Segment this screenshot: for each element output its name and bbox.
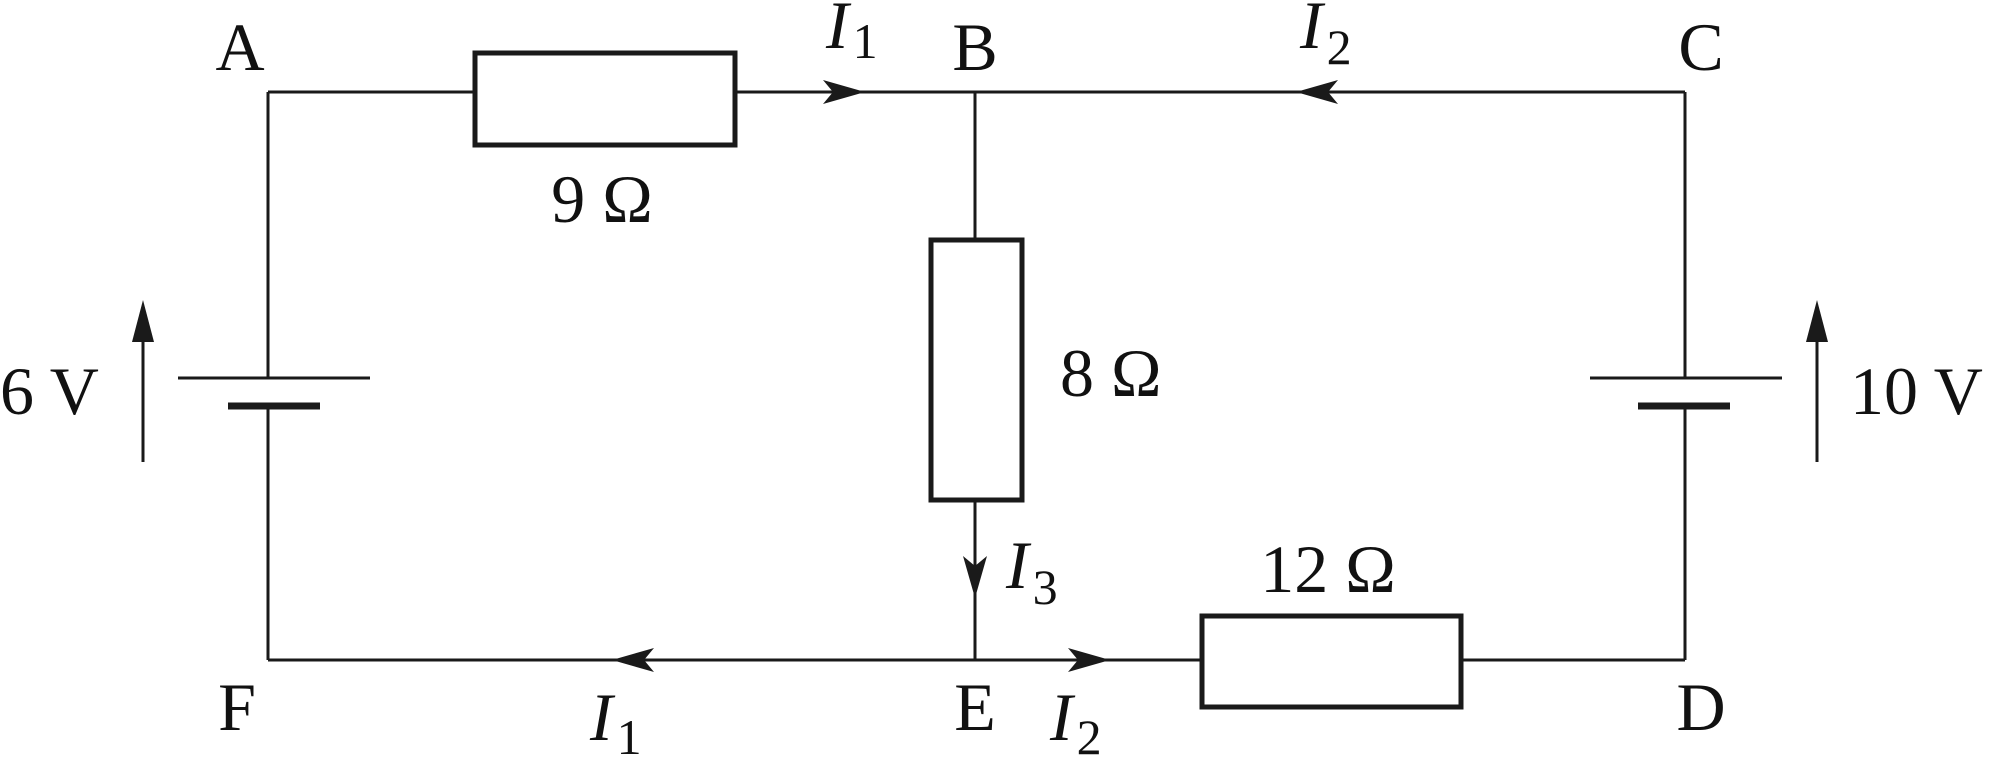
emf-arrow-10v xyxy=(1806,300,1828,462)
wires xyxy=(266,90,1687,662)
resistor-8-ohm xyxy=(928,237,1025,503)
resistor-9-ohm xyxy=(472,50,738,148)
current-label-i2-bottom: I2 xyxy=(1049,679,1102,757)
current-arrow-i2-top xyxy=(1296,80,1338,104)
battery-10v-label: 10 V xyxy=(1850,353,1983,429)
current-label-i3: I3 xyxy=(1005,527,1058,615)
current-arrow-i3 xyxy=(963,556,987,598)
node-label-f: F xyxy=(218,669,256,745)
node-label-d: D xyxy=(1676,669,1725,745)
current-label-i1-bottom: I1 xyxy=(589,679,642,757)
current-label-i2-top: I2 xyxy=(1299,0,1352,75)
battery-6v-label: 6 V xyxy=(0,353,99,429)
resistor-12-ohm-label: 12 Ω xyxy=(1260,531,1396,607)
battery-6v xyxy=(178,376,370,410)
battery-10v xyxy=(1590,376,1782,410)
current-label-i1-top: I1 xyxy=(825,0,878,69)
node-label-b: B xyxy=(952,9,997,85)
current-arrow-i1-bottom xyxy=(612,648,654,672)
resistor-8-ohm-label: 8 Ω xyxy=(1060,335,1162,411)
current-arrow-i2-bottom xyxy=(1068,648,1110,672)
node-label-a: A xyxy=(215,9,264,85)
node-label-e: E xyxy=(954,669,996,745)
node-label-c: C xyxy=(1678,9,1723,85)
resistor-9-ohm-label: 9 Ω xyxy=(551,161,653,237)
current-arrow-i1-top xyxy=(823,80,865,104)
resistor-12-ohm xyxy=(1199,613,1464,710)
emf-arrow-6v xyxy=(132,300,154,462)
